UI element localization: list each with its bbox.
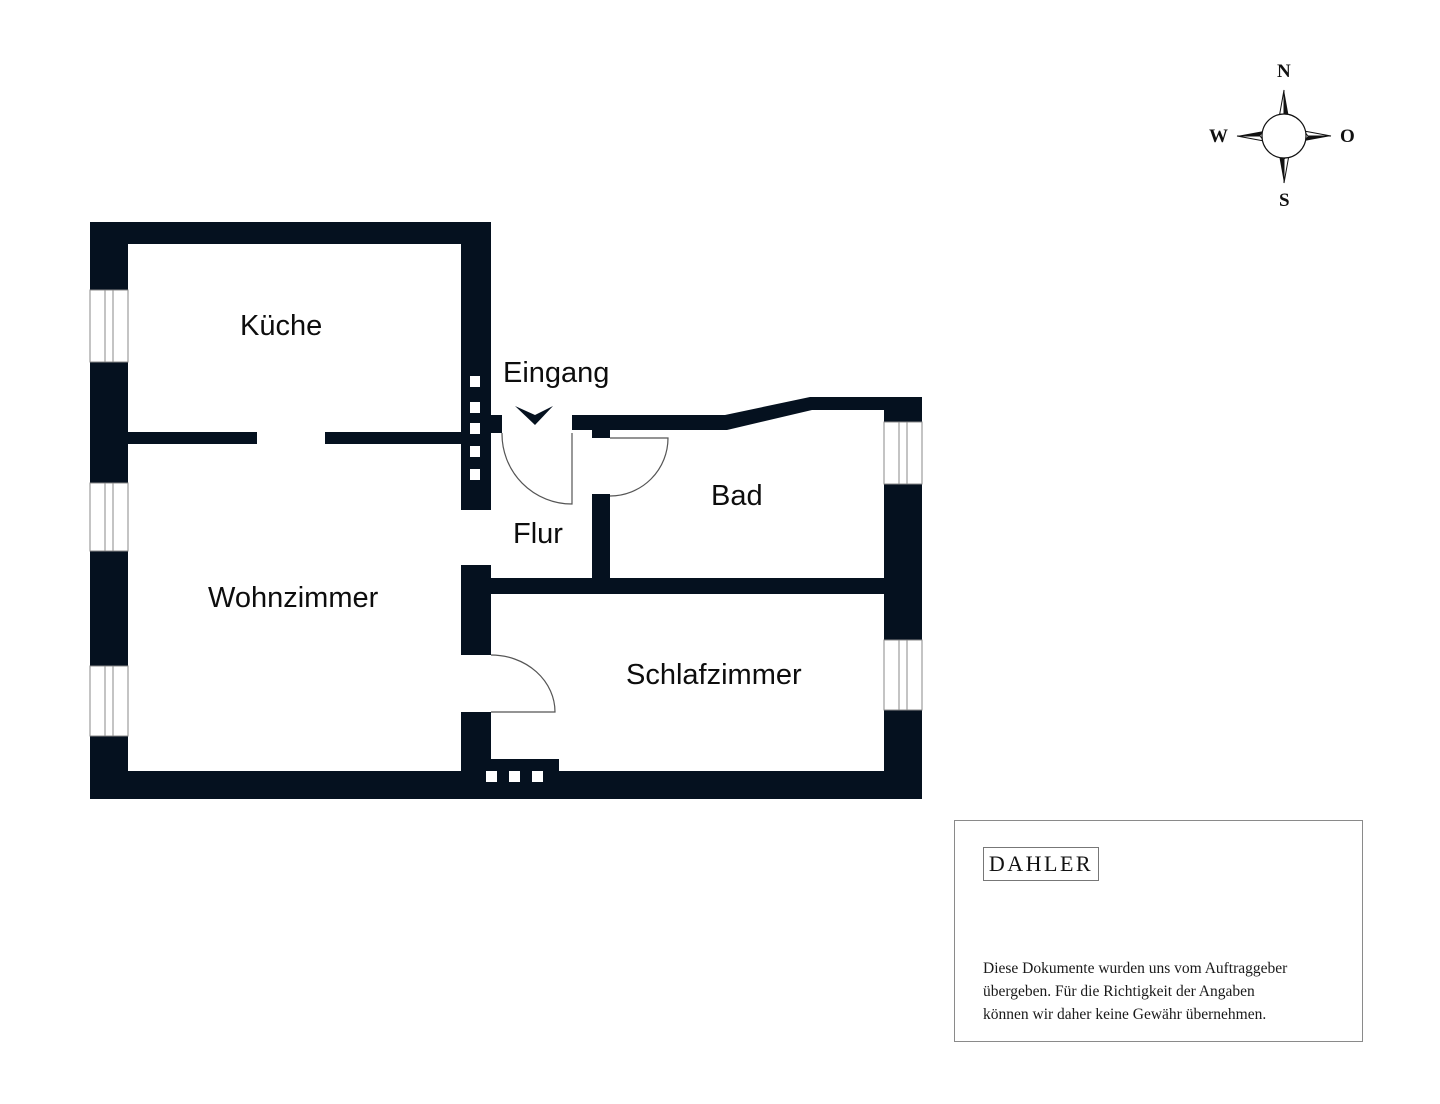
wall-bad-west <box>592 494 610 578</box>
disclaimer-line: übergeben. Für die Richtigkeit der Angab… <box>983 983 1255 1000</box>
window-wohnzimmer-west-1 <box>89 482 129 552</box>
disclaimer-line: Diese Dokumente wurden uns vom Auftragge… <box>983 960 1288 977</box>
window-wohnzimmer-west-2 <box>89 665 129 737</box>
compass-south-label: S <box>1279 190 1290 211</box>
wall-bad-schlafzimmer <box>491 578 884 594</box>
compass-rose-icon <box>1236 89 1332 184</box>
disclaimer-line: können wir daher keine Gewähr übernehmen… <box>983 1006 1267 1023</box>
windows <box>89 289 923 737</box>
door-schlafzimmer <box>490 654 556 713</box>
door-bad <box>609 437 669 497</box>
wall-kueche-east <box>461 222 491 510</box>
disclaimer-text: Diese Dokumente wurden uns vom Auftragge… <box>983 957 1353 1026</box>
compass-west-label: W <box>1209 126 1228 147</box>
doors <box>490 432 669 713</box>
wall-bad-stub <box>592 430 610 438</box>
wall-partition-left <box>128 432 257 444</box>
compass-east-label: O <box>1340 126 1355 147</box>
room-label-bad: Bad <box>711 480 763 512</box>
wall-north-kueche <box>90 222 491 244</box>
room-label-kueche: Küche <box>240 310 323 342</box>
wall-south <box>90 771 922 799</box>
compass-north-label: N <box>1277 61 1291 82</box>
wall-partition-right <box>325 432 461 444</box>
info-box: DAHLER Diese Dokumente wurden uns vom Au… <box>954 820 1363 1042</box>
window-schlafzimmer-east <box>883 639 923 711</box>
window-bad-east <box>883 421 923 485</box>
room-label-schlafzimmer: Schlafzimmer <box>626 659 802 691</box>
door-entrance <box>501 432 573 505</box>
window-kueche-west <box>89 289 129 363</box>
entrance-arrow-icon <box>515 406 553 425</box>
room-label-eingang: Eingang <box>503 357 610 389</box>
wall-entrance-stub <box>461 415 502 433</box>
dahler-logo: DAHLER <box>983 847 1099 881</box>
room-label-wohnzimmer: Wohnzimmer <box>208 582 379 614</box>
wall-wohn-schlaf-upper <box>461 565 491 655</box>
room-label-flur: Flur <box>513 518 563 550</box>
vent-squares <box>470 376 543 782</box>
wall-north-bad <box>572 397 922 430</box>
